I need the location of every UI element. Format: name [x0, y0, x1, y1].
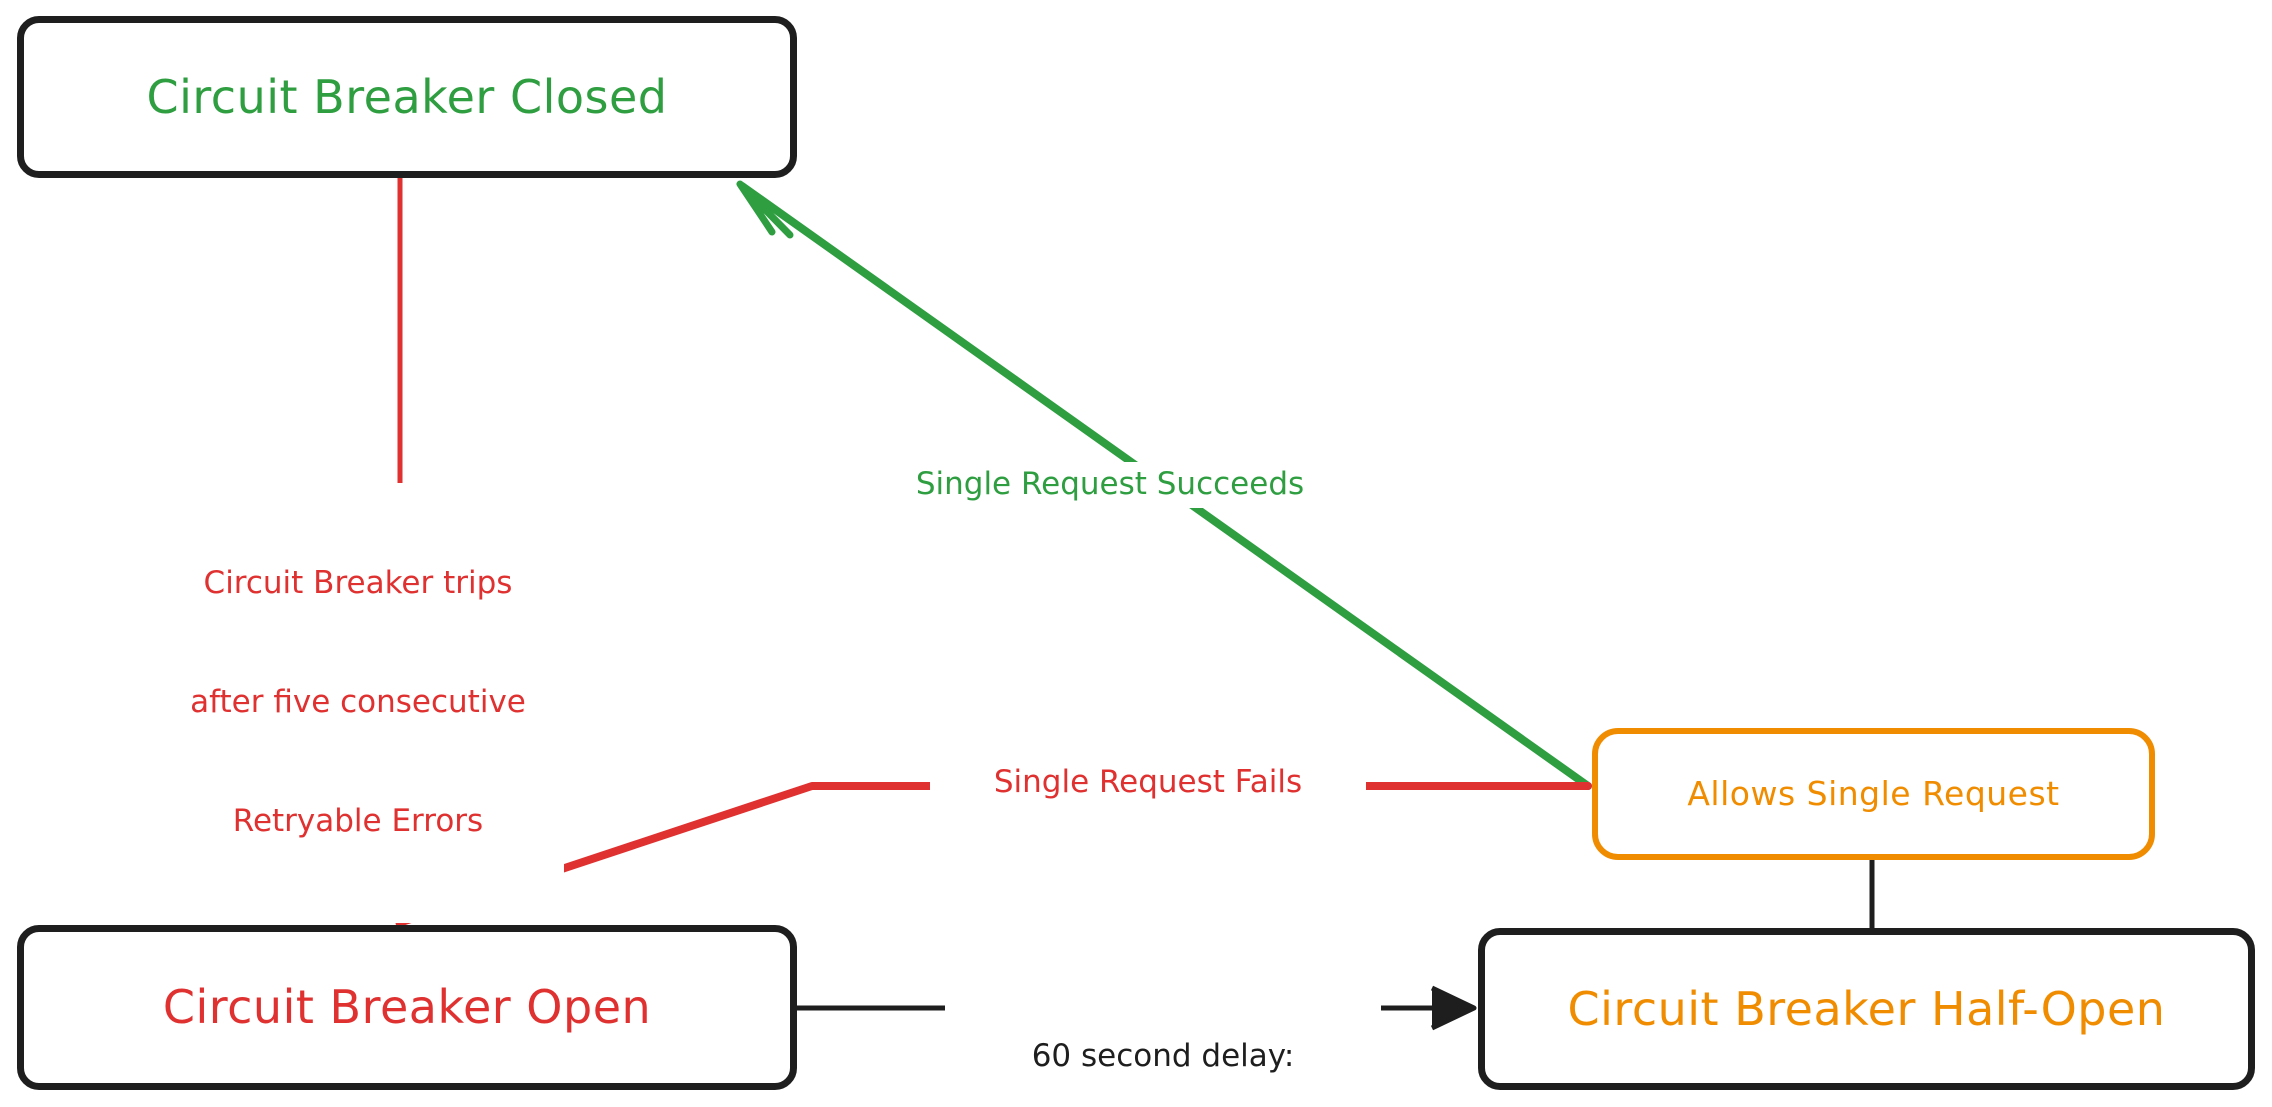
node-circuit-breaker-half-open-label: Circuit Breaker Half-Open: [1567, 981, 2166, 1036]
edge-label-single-request-succeeds: Single Request Succeeds: [892, 462, 1328, 508]
node-allows-single-request[interactable]: Allows Single Request: [1592, 728, 2155, 860]
edge-label-circuit-breaker-trips: Circuit Breaker trips after five consecu…: [152, 483, 564, 924]
edge-single-request-fails: [396, 782, 1592, 927]
node-allows-single-request-label: Allows Single Request: [1687, 773, 2060, 813]
edge-label-delay-line-1: 60 second delay:: [1031, 1038, 1295, 1075]
node-circuit-breaker-closed-label: Circuit Breaker Closed: [146, 69, 668, 124]
edge-label-60-second-delay: 60 second delay: No requests allowed: [945, 955, 1381, 1107]
node-circuit-breaker-closed[interactable]: Circuit Breaker Closed: [17, 16, 797, 178]
edge-label-trips-line-1: Circuit Breaker trips: [203, 565, 513, 602]
node-circuit-breaker-open[interactable]: Circuit Breaker Open: [17, 925, 797, 1090]
node-circuit-breaker-open-label: Circuit Breaker Open: [162, 980, 652, 1035]
edge-label-single-request-fails: Single Request Fails: [930, 760, 1366, 806]
edge-label-trips-line-3: Retryable Errors: [232, 803, 484, 840]
node-circuit-breaker-half-open[interactable]: Circuit Breaker Half-Open: [1478, 928, 2255, 1090]
edge-label-trips-line-2: after five consecutive: [190, 684, 526, 721]
